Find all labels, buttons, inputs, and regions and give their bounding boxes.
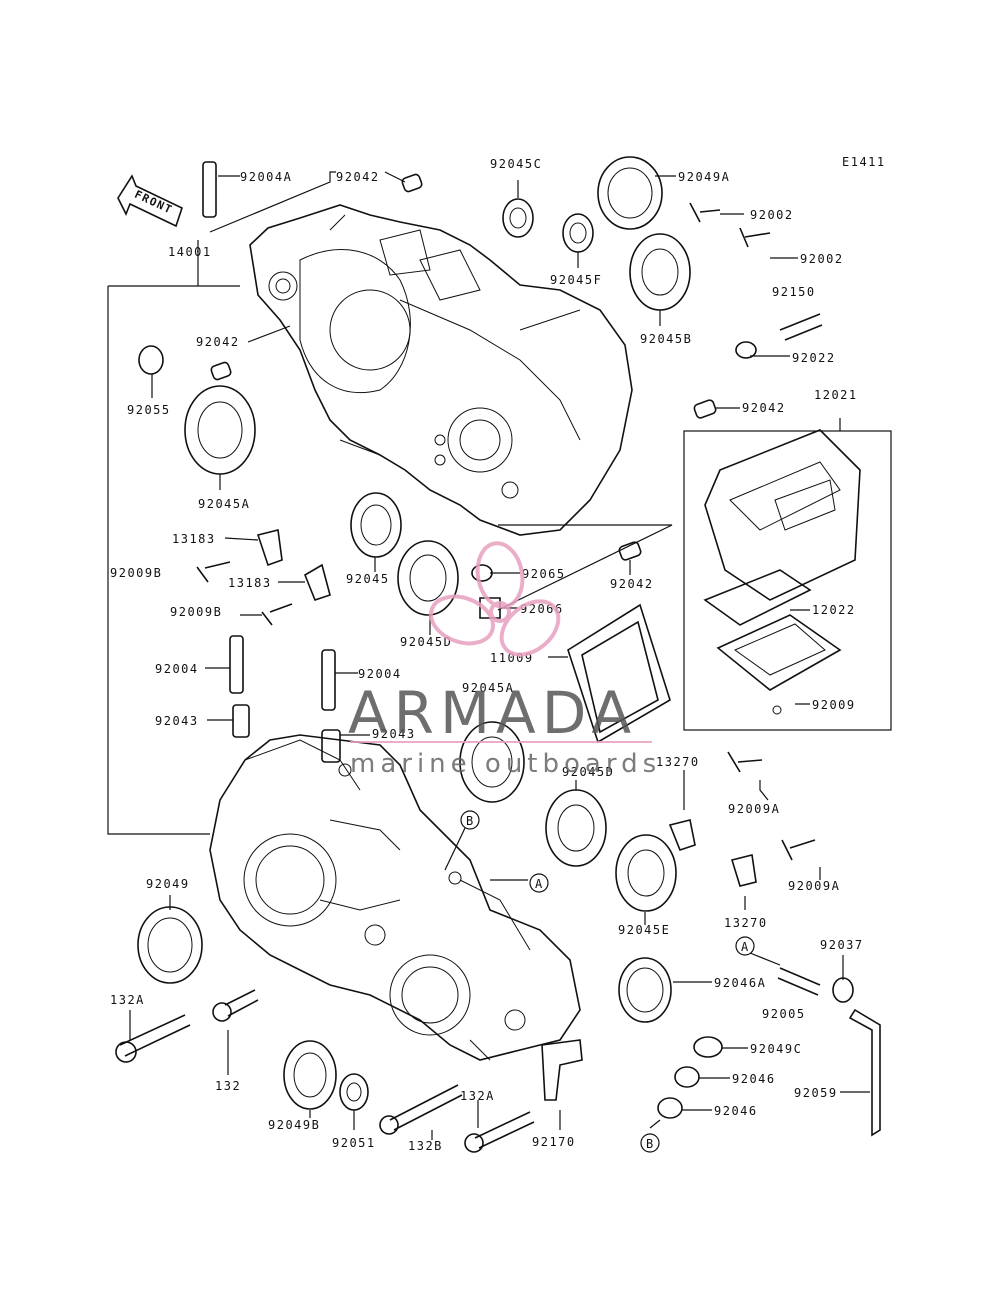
label-13270-a: 13270	[656, 755, 700, 769]
label-92065: 92065	[522, 567, 566, 581]
label-92045: 92045	[346, 572, 390, 586]
label-92049B: 92049B	[268, 1118, 320, 1132]
label-92004-b: 92004	[358, 667, 402, 681]
label-13270-b: 13270	[724, 916, 768, 930]
callout-B-right: B	[646, 1137, 655, 1151]
label-92049A: 92049A	[678, 170, 730, 184]
label-92049C: 92049C	[750, 1042, 802, 1056]
label-92046-a: 92046	[732, 1072, 776, 1086]
label-92005: 92005	[762, 1007, 806, 1021]
label-92150: 92150	[772, 285, 816, 299]
gasket-11009	[567, 603, 671, 744]
bearings	[184, 198, 691, 912]
label-92002-b: 92002	[800, 252, 844, 266]
label-12022: 12022	[812, 603, 856, 617]
label-92045A-upper: 92045A	[198, 497, 250, 511]
label-132: 132	[215, 1079, 241, 1093]
label-92002-a: 92002	[750, 208, 794, 222]
label-92045D-lower: 92045D	[562, 765, 614, 779]
label-92170: 92170	[532, 1135, 576, 1149]
label-92049: 92049	[146, 877, 190, 891]
label-132B: 132B	[408, 1139, 443, 1153]
callout-B-lower: B	[466, 814, 475, 828]
label-92009A-b: 92009A	[788, 879, 840, 893]
label-92055: 92055	[127, 403, 171, 417]
label-92042-left: 92042	[196, 335, 240, 349]
label-92042-mid: 92042	[610, 577, 654, 591]
label-92043-a: 92043	[155, 714, 199, 728]
label-13183-b: 13183	[228, 576, 272, 590]
lower-crankcase	[209, 734, 581, 1061]
label-92009: 92009	[812, 698, 856, 712]
diagram-code: E1411	[842, 155, 886, 169]
front-arrow: FRONT	[117, 174, 183, 228]
label-92051: 92051	[332, 1136, 376, 1150]
label-92045A-lower: 92045A	[462, 681, 514, 695]
label-132A-b: 132A	[460, 1089, 495, 1103]
label-92009A-a: 92009A	[728, 802, 780, 816]
label-92037: 92037	[820, 938, 864, 952]
label-13183-a: 13183	[172, 532, 216, 546]
label-12021: 12021	[814, 388, 858, 402]
label-92045C: 92045C	[490, 157, 542, 171]
callouts: A B A B	[460, 810, 755, 1153]
label-92059: 92059	[794, 1086, 838, 1100]
label-92009B-b: 92009B	[170, 605, 222, 619]
label-92022: 92022	[792, 351, 836, 365]
label-92009B-a: 92009B	[110, 566, 162, 580]
label-92043-b: 92043	[372, 727, 416, 741]
callout-A-right: A	[741, 940, 750, 954]
label-92045D-upper: 92045D	[400, 635, 452, 649]
propeller-logo-icon	[429, 541, 561, 657]
label-14001: 14001	[168, 245, 212, 259]
label-92046-b: 92046	[714, 1104, 758, 1118]
reed-valve-box	[683, 429, 892, 731]
front-label: FRONT	[133, 188, 175, 217]
oil-seals	[137, 156, 757, 1111]
label-92046A: 92046A	[714, 976, 766, 990]
watermark: ARMADA marine outboards	[348, 541, 661, 779]
label-132A-a: 132A	[110, 993, 145, 1007]
label-92045E: 92045E	[618, 923, 670, 937]
callout-A-lower: A	[535, 877, 544, 891]
label-92045F: 92045F	[550, 273, 602, 287]
upper-crankcase-14001	[249, 204, 633, 536]
label-92042-top: 92042	[336, 170, 380, 184]
label-92042-right: 92042	[742, 401, 786, 415]
label-92004A: 92004A	[240, 170, 292, 184]
label-92004-a: 92004	[155, 662, 199, 676]
leader-lines	[107, 171, 870, 1140]
fasteners	[115, 161, 881, 1153]
label-92045B: 92045B	[640, 332, 692, 346]
watermark-brand: ARMADA	[348, 679, 637, 747]
watermark-tagline: marine outboards	[350, 749, 661, 779]
